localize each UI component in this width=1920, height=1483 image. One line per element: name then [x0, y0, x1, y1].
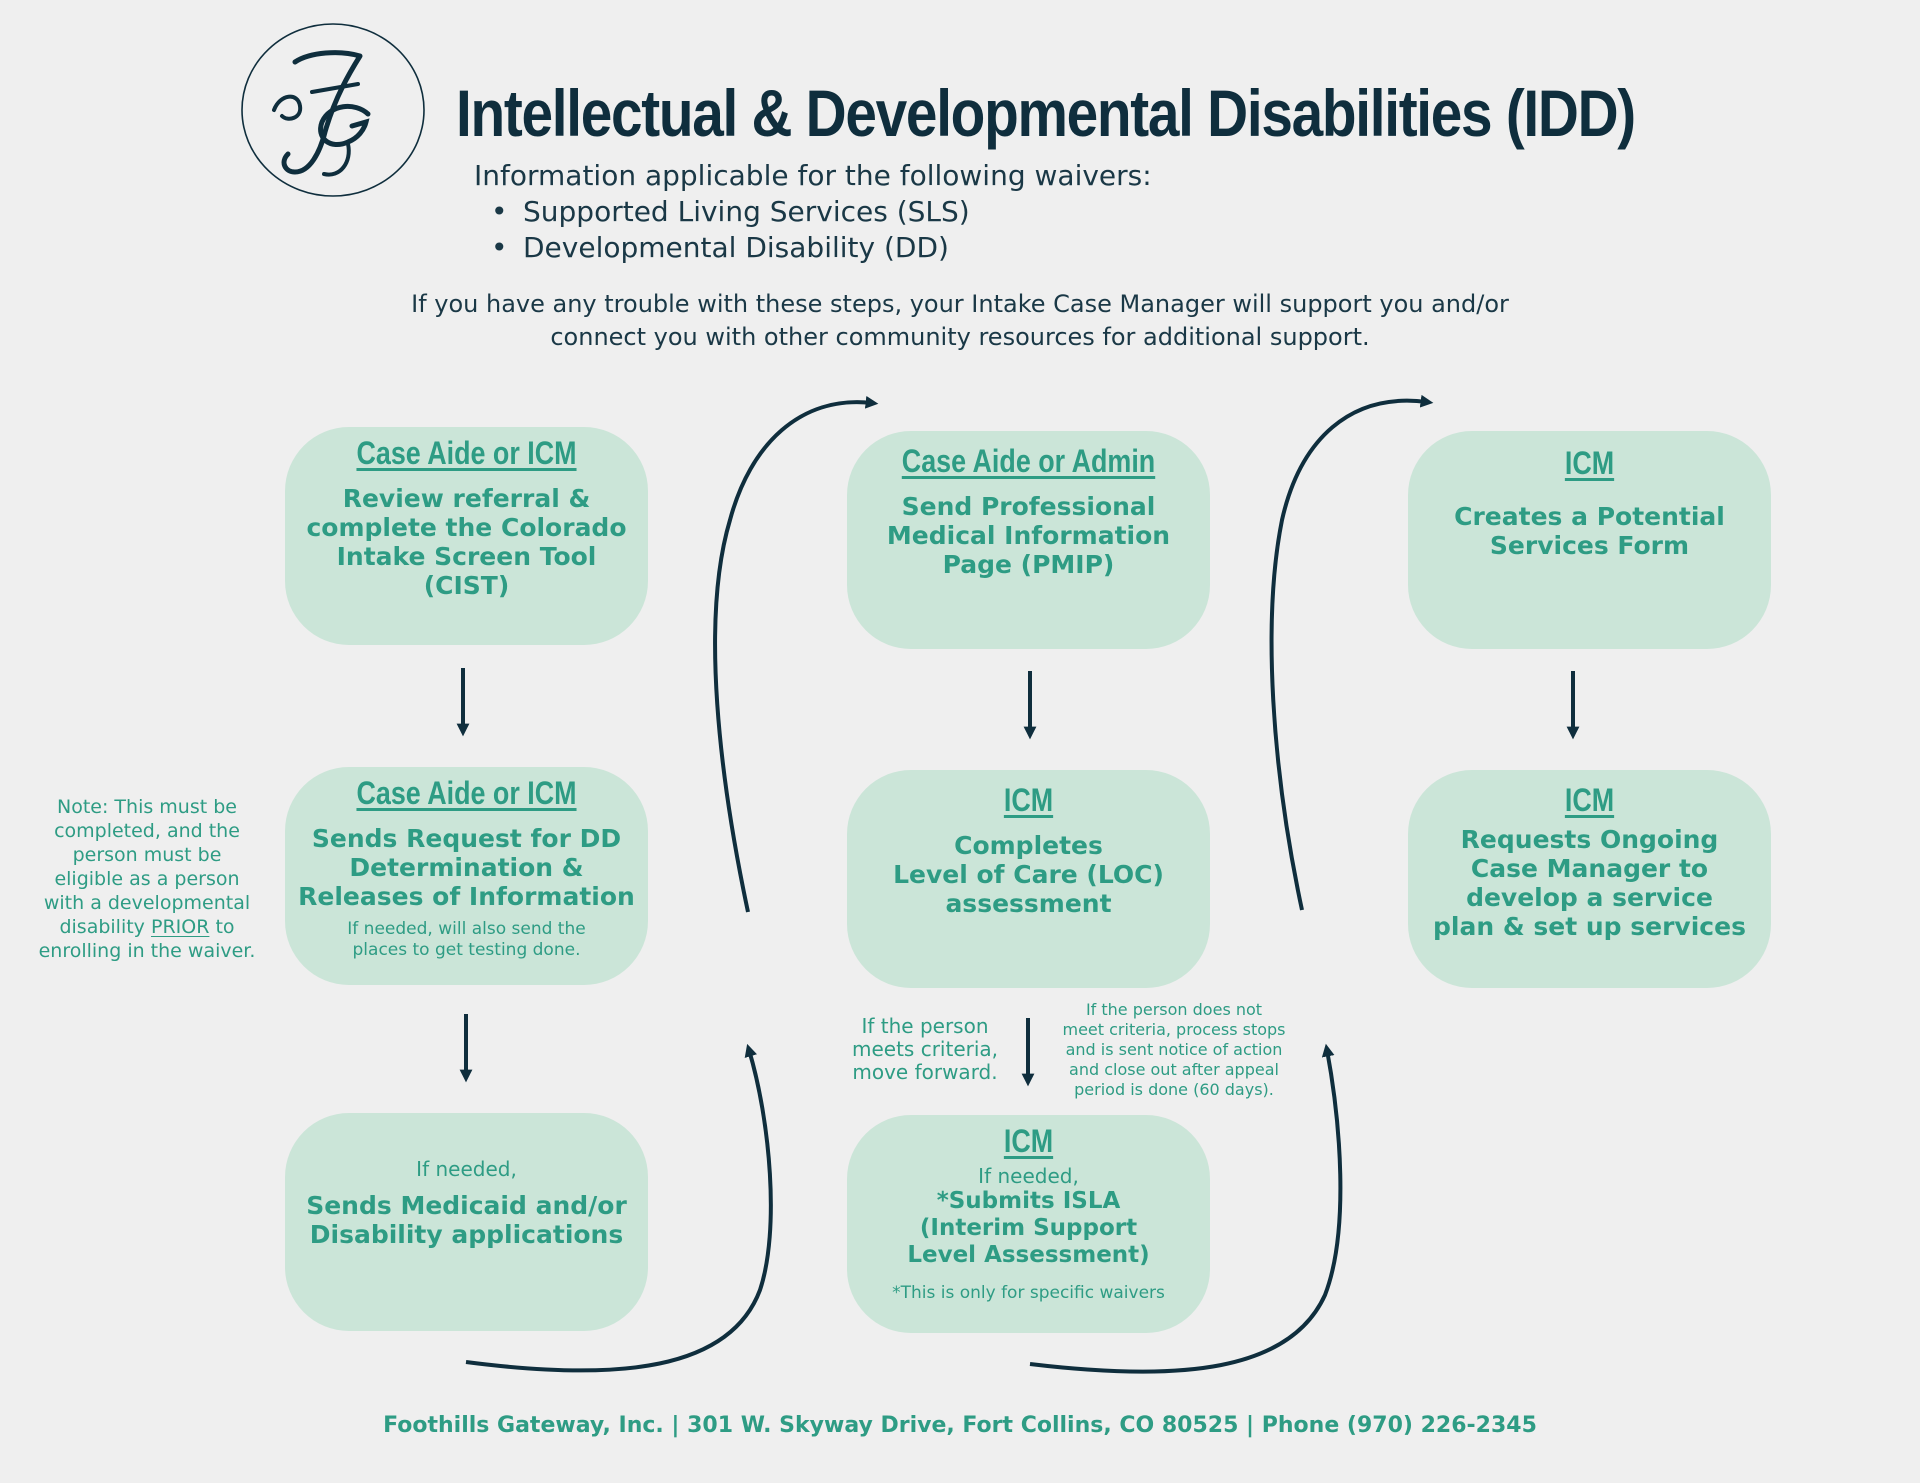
step-text: Sends Request for DD: [311, 824, 622, 853]
waiver-item: Supported Living Services (SLS): [491, 194, 1152, 230]
arrow-curve: [1029, 1043, 1343, 1374]
step-text: Requests Ongoing: [1460, 825, 1719, 854]
step-text: Creates a Potential: [1454, 502, 1725, 531]
step-text: Review referral &: [342, 484, 591, 513]
step-dd-determination: Case Aide or ICM Sends Request for DD De…: [285, 767, 648, 985]
branch-line: meet criteria, process stops: [1062, 1020, 1286, 1039]
step-role: ICM: [1564, 782, 1615, 818]
note-line: eligible as a person: [54, 868, 240, 890]
intro-block: Information applicable for the following…: [474, 158, 1152, 266]
intro-text: Information applicable for the following…: [474, 159, 1152, 192]
note-line: enrolling in the waiver.: [38, 940, 256, 962]
note-line: disability PRIOR to: [22, 915, 272, 939]
branch-yes-label: If the person meets criteria, move forwa…: [842, 1015, 1008, 1084]
step-text: Page (PMIP): [942, 550, 1115, 579]
support-notice-line: If you have any trouble with these steps…: [411, 290, 1509, 318]
step-text: develop a service: [1466, 883, 1713, 912]
step-isla: ICM If needed, *Submits ISLA (Interim Su…: [847, 1115, 1210, 1333]
branch-line: and is sent notice of action: [1065, 1040, 1283, 1059]
note-line: with a developmental: [43, 892, 251, 914]
branch-line: move forward.: [852, 1060, 998, 1084]
step-ongoing-case-manager: ICM Requests Ongoing Case Manager to dev…: [1408, 770, 1771, 988]
step-role: ICM: [1003, 782, 1054, 818]
step-text: Case Manager to: [1470, 854, 1709, 883]
step-medicaid-applications: If needed, Sends Medicaid and/or Disabil…: [285, 1113, 648, 1331]
step-role: Case Aide or ICM: [356, 775, 577, 811]
step-text: *Submits ISLA: [936, 1188, 1121, 1214]
step-text: Releases of Information: [298, 882, 635, 911]
step-text: Medical Information: [886, 521, 1171, 550]
arrow-curve: [465, 1043, 773, 1373]
note-emphasis: PRIOR: [150, 916, 210, 938]
step-role: ICM: [1003, 1123, 1054, 1159]
waiver-list: Supported Living Services (SLS) Developm…: [474, 194, 1152, 266]
step-subtext: If needed, will also send the: [347, 919, 586, 939]
step-text: (Interim Support: [919, 1215, 1138, 1241]
step-role: Case Aide or ICM: [356, 435, 577, 471]
waiver-item: Developmental Disability (DD): [491, 230, 1152, 266]
step-text: Sends Medicaid and/or: [306, 1191, 627, 1220]
step-text: Intake Screen Tool (CIST): [336, 542, 597, 600]
step-subtext: *This is only for specific waivers: [892, 1283, 1165, 1303]
eligibility-note: Note: This must be completed, and the pe…: [22, 795, 272, 963]
step-potential-services-form: ICM Creates a Potential Services Form: [1408, 431, 1771, 649]
branch-line: and close out after appeal: [1069, 1060, 1279, 1079]
step-subtext: places to get testing done.: [352, 940, 581, 960]
arrow-curve: [713, 395, 879, 913]
support-notice: If you have any trouble with these steps…: [330, 288, 1590, 354]
note-word: disability: [59, 916, 145, 938]
step-role: Case Aide or Admin: [901, 443, 1156, 479]
step-text: complete the Colorado: [306, 513, 627, 542]
step-case-aide-review: Case Aide or ICM Review referral & compl…: [285, 427, 648, 645]
step-loc-assessment: ICM Completes Level of Care (LOC) assess…: [847, 770, 1210, 988]
step-text: assessment: [945, 889, 1112, 918]
branch-no-label: If the person does not meet criteria, pr…: [1048, 1000, 1300, 1100]
page-title: Intellectual & Developmental Disabilitie…: [456, 76, 1636, 150]
branch-line: meets criteria,: [851, 1037, 999, 1061]
note-word: to: [215, 916, 235, 938]
step-text: Level Assessment): [907, 1242, 1150, 1268]
step-role: ICM: [1564, 445, 1615, 481]
step-text: Determination &: [349, 853, 584, 882]
step-text: Services Form: [1489, 531, 1690, 560]
step-text: plan & set up services: [1433, 912, 1746, 941]
arrow-curve: [1269, 394, 1434, 911]
step-text: Disability applications: [309, 1220, 624, 1249]
support-notice-line: connect you with other community resourc…: [550, 323, 1370, 351]
branch-line: If the person does not: [1085, 1000, 1263, 1019]
branch-line: period is done (60 days).: [1074, 1080, 1274, 1099]
branch-line: If the person: [861, 1014, 989, 1038]
footer-contact: Foothills Gateway, Inc. | 301 W. Skyway …: [383, 1413, 1537, 1438]
step-pretext: If needed,: [416, 1157, 517, 1181]
step-text: Completes: [954, 831, 1103, 860]
step-pretext: If needed,: [978, 1164, 1079, 1188]
step-text: Level of Care (LOC): [893, 860, 1164, 889]
note-line: Note: This must be: [57, 796, 237, 818]
note-line: person must be: [72, 844, 222, 866]
note-line: completed, and the: [54, 820, 240, 842]
step-send-pmip: Case Aide or Admin Send Professional Med…: [847, 431, 1210, 649]
step-text: Send Professional: [901, 492, 1156, 521]
foothills-gateway-logo: [241, 23, 425, 197]
